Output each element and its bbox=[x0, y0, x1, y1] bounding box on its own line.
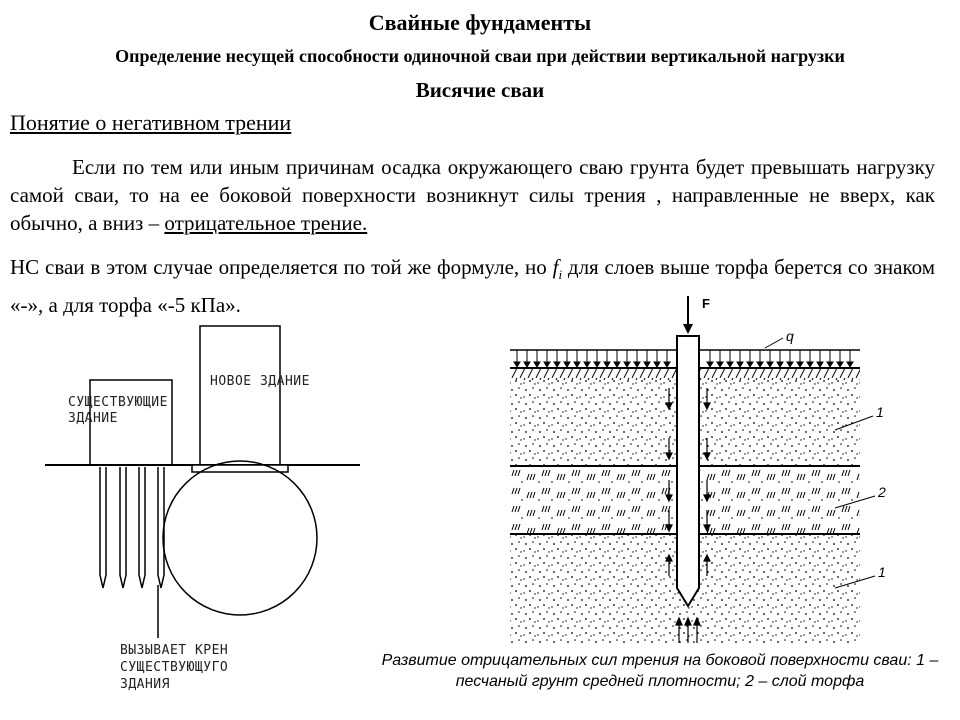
force-label: F bbox=[702, 296, 710, 311]
note-line-2: СУЩЕСТВУЮЩУГО bbox=[120, 660, 229, 675]
paragraph-bearing-capacity: НС сваи в этом случае определяется по то… bbox=[10, 252, 935, 320]
page-subtitle: Определение несущей способности одиночно… bbox=[115, 46, 845, 66]
tip-resistance-arrows bbox=[675, 616, 701, 643]
layer-label-mid: 2 bbox=[878, 484, 886, 500]
building-settlement-diagram bbox=[45, 325, 360, 638]
new-building-label: НОВОЕ ЗДАНИЕ bbox=[210, 374, 310, 389]
negative-friction-term: отрицательное трение. bbox=[164, 211, 368, 235]
paragraph-negative-friction: Если по тем или иным причинам осадка окр… bbox=[10, 153, 935, 237]
existing-building-label-1: СУЩЕСТВУЮЩИЕ bbox=[68, 395, 168, 410]
load-label: q bbox=[786, 328, 794, 344]
pile bbox=[676, 335, 700, 608]
paragraph2-after: для слоев выше торфа берется со знаком «… bbox=[10, 255, 936, 318]
friction-subscript: i bbox=[558, 267, 563, 283]
stress-bulb bbox=[162, 460, 318, 616]
figure-caption: Развитие отрицательных сил трения на бок… bbox=[381, 652, 939, 690]
leader-layer-top bbox=[834, 415, 874, 431]
force-arrowhead bbox=[683, 324, 693, 334]
leader-layer-bottom bbox=[834, 575, 876, 589]
existing-piles bbox=[99, 467, 165, 589]
section-heading: Висячие сваи bbox=[415, 78, 545, 102]
layer-label-bottom: 1 bbox=[878, 564, 886, 580]
note-line-1: ВЫЗЫВАЕТ КРЕН bbox=[120, 643, 229, 658]
existing-building-label-2: ЗДАНИЕ bbox=[68, 411, 118, 426]
layer-label-top: 1 bbox=[876, 404, 884, 420]
negative-friction-pile-diagram bbox=[510, 296, 876, 644]
new-building-foundation bbox=[191, 464, 289, 473]
friction-symbol: f bbox=[552, 255, 559, 279]
paragraph2-before: НС сваи в этом случае определяется по то… bbox=[10, 255, 553, 279]
leader-layer-mid bbox=[834, 495, 876, 509]
new-building bbox=[199, 325, 281, 466]
existing-building bbox=[89, 379, 173, 466]
concept-heading: Понятие о негативном трении bbox=[10, 110, 292, 135]
negative-friction-arrows bbox=[665, 388, 711, 576]
page-title: Свайные фундаменты bbox=[368, 10, 592, 35]
distributed-load-arrows bbox=[513, 350, 854, 368]
paragraph1-text: Если по тем или иным причинам осадка окр… bbox=[10, 155, 935, 235]
leader-load bbox=[764, 337, 784, 349]
note-line-3: ЗДАНИЯ bbox=[120, 677, 170, 692]
